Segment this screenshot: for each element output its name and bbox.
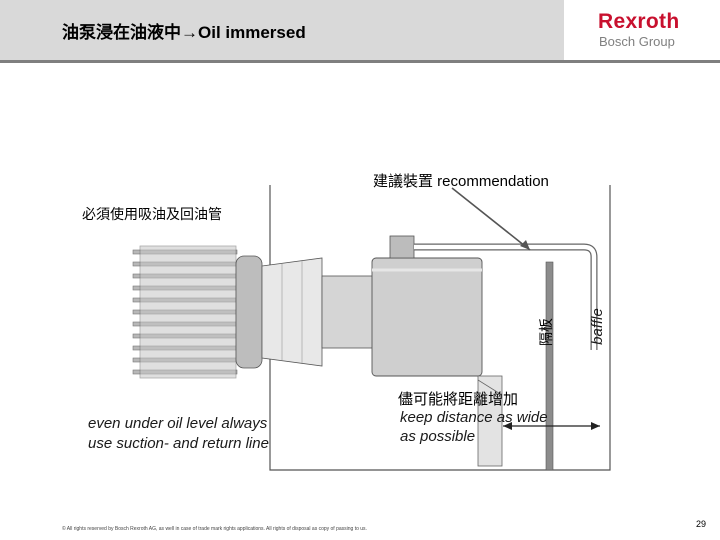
copyright-footer: © All rights reserved by Bosch Rexroth A… — [62, 526, 367, 532]
baffle-plate — [545, 261, 554, 471]
must-use-lines-label: 必須使用吸油及回油管 — [82, 206, 222, 222]
coupling — [321, 275, 375, 349]
keep-distance-label-zh: 儘可能將距離增加 — [398, 391, 519, 408]
bell-housing — [261, 257, 323, 367]
recommendation-pointer — [451, 187, 531, 251]
motor-body — [139, 245, 237, 379]
logo-rexroth: Rexroth — [598, 10, 680, 33]
slide-title: 油泵浸在油液中→Oil immersed — [62, 23, 306, 42]
baffle-label-en: baffle — [588, 308, 606, 345]
valve-block — [389, 235, 415, 259]
suction-return-note: even under oil level always use suction-… — [88, 415, 269, 452]
baffle-label-zh: 隔板 — [538, 318, 554, 346]
suction-pipe — [477, 375, 503, 467]
logo-box — [564, 0, 720, 60]
page-number: 29 — [696, 519, 707, 529]
header-rule — [0, 60, 720, 63]
recommendation-label: 建議裝置 recommendation — [373, 173, 549, 190]
logo-bosch-group: Bosch Group — [599, 34, 675, 49]
keep-distance-label-en: keep distance as wide as possible — [400, 409, 548, 445]
motor-flange — [235, 255, 263, 369]
pump-body — [371, 257, 483, 377]
